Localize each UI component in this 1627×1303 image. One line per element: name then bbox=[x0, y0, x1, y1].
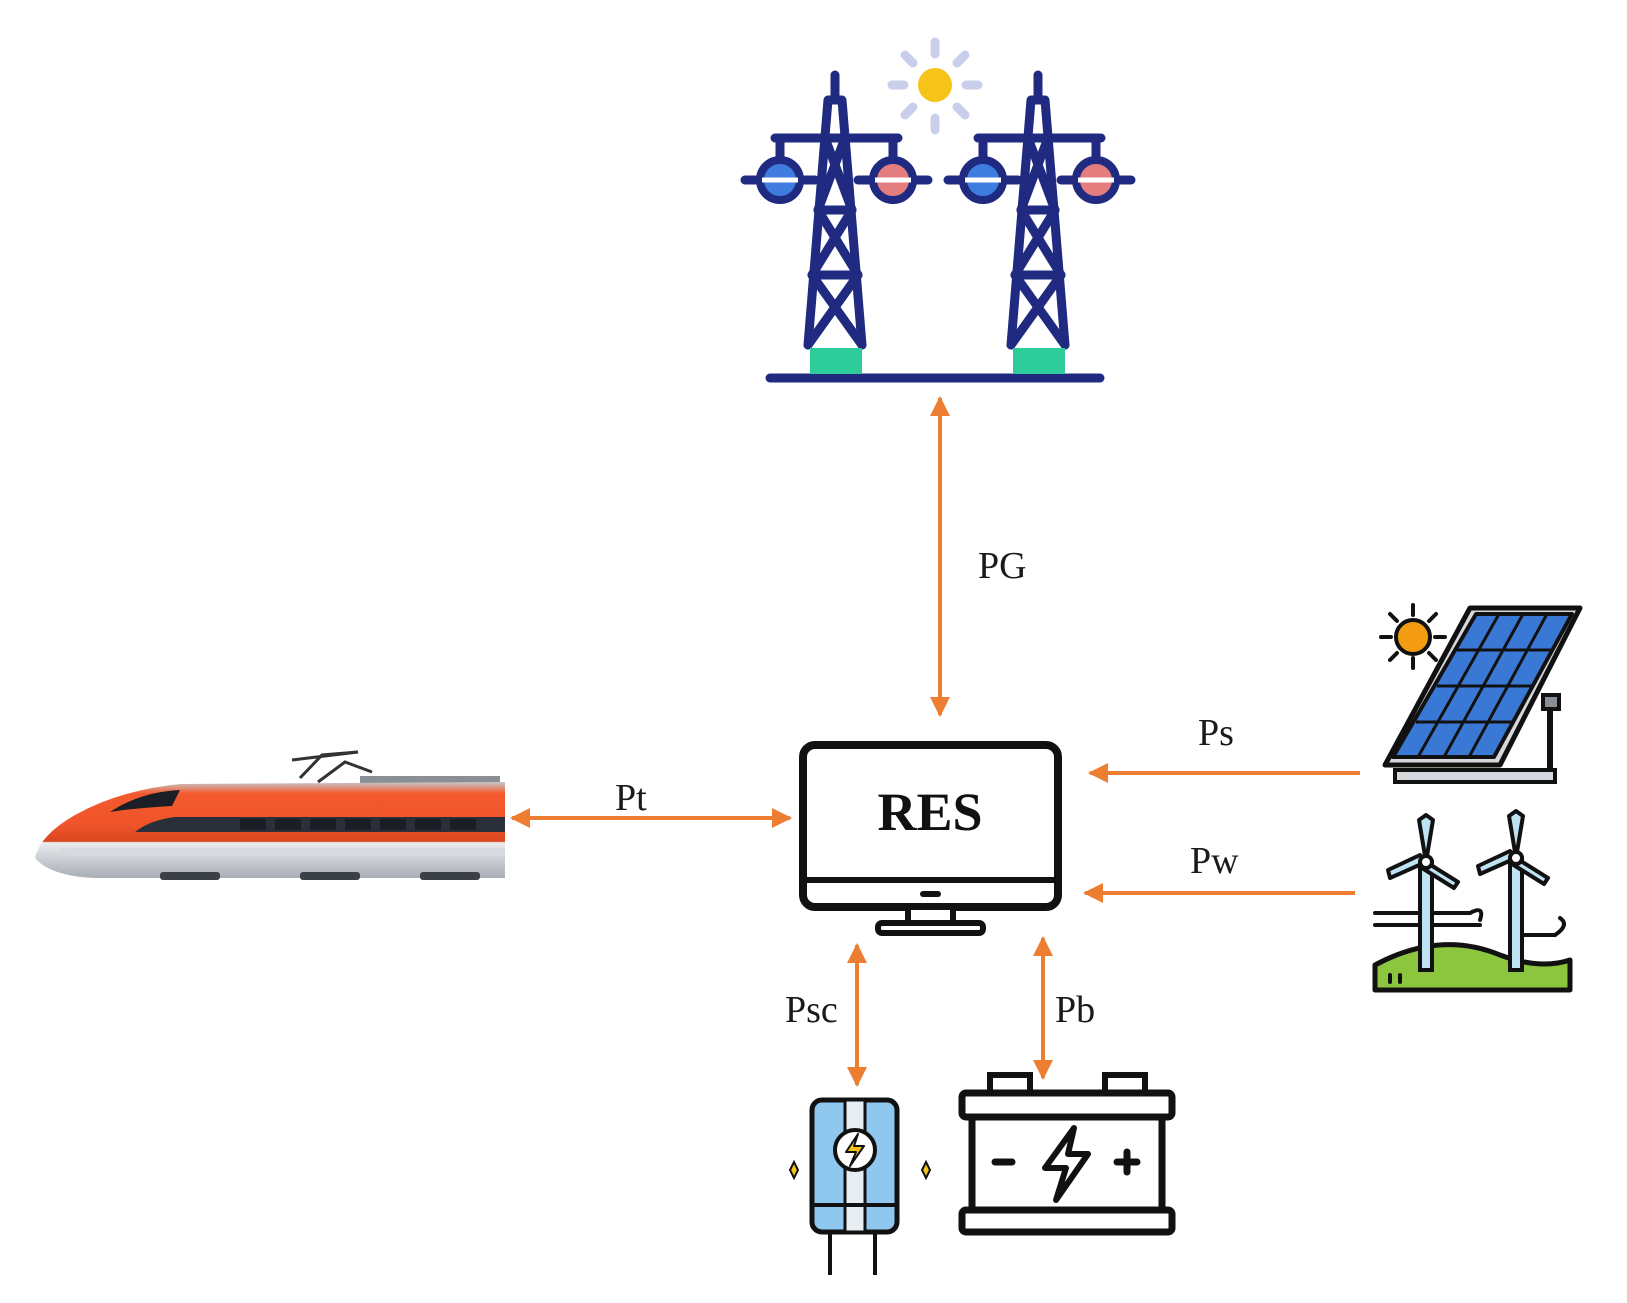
solar-flow-label: Ps bbox=[1198, 712, 1234, 754]
supercapacitor-flow-label: Psc bbox=[785, 989, 838, 1031]
battery-flow-label: Pb bbox=[1055, 989, 1095, 1031]
computer-monitor-icon bbox=[799, 741, 1062, 936]
power-transmission-towers-icon bbox=[740, 37, 1136, 383]
sun-icon bbox=[887, 37, 983, 135]
wind-flow-label: Pw bbox=[1190, 840, 1239, 882]
train-flow-label: Pt bbox=[615, 777, 647, 819]
sun-icon bbox=[1379, 603, 1447, 670]
wind-turbine-icon bbox=[1372, 809, 1573, 993]
battery-icon bbox=[958, 1072, 1176, 1236]
high-speed-train-icon bbox=[35, 750, 505, 880]
grid-flow-label: PG bbox=[978, 545, 1027, 587]
solar-panel-icon bbox=[1379, 603, 1583, 784]
supercapacitor-icon bbox=[788, 1097, 932, 1275]
res-label: RES bbox=[877, 782, 982, 842]
